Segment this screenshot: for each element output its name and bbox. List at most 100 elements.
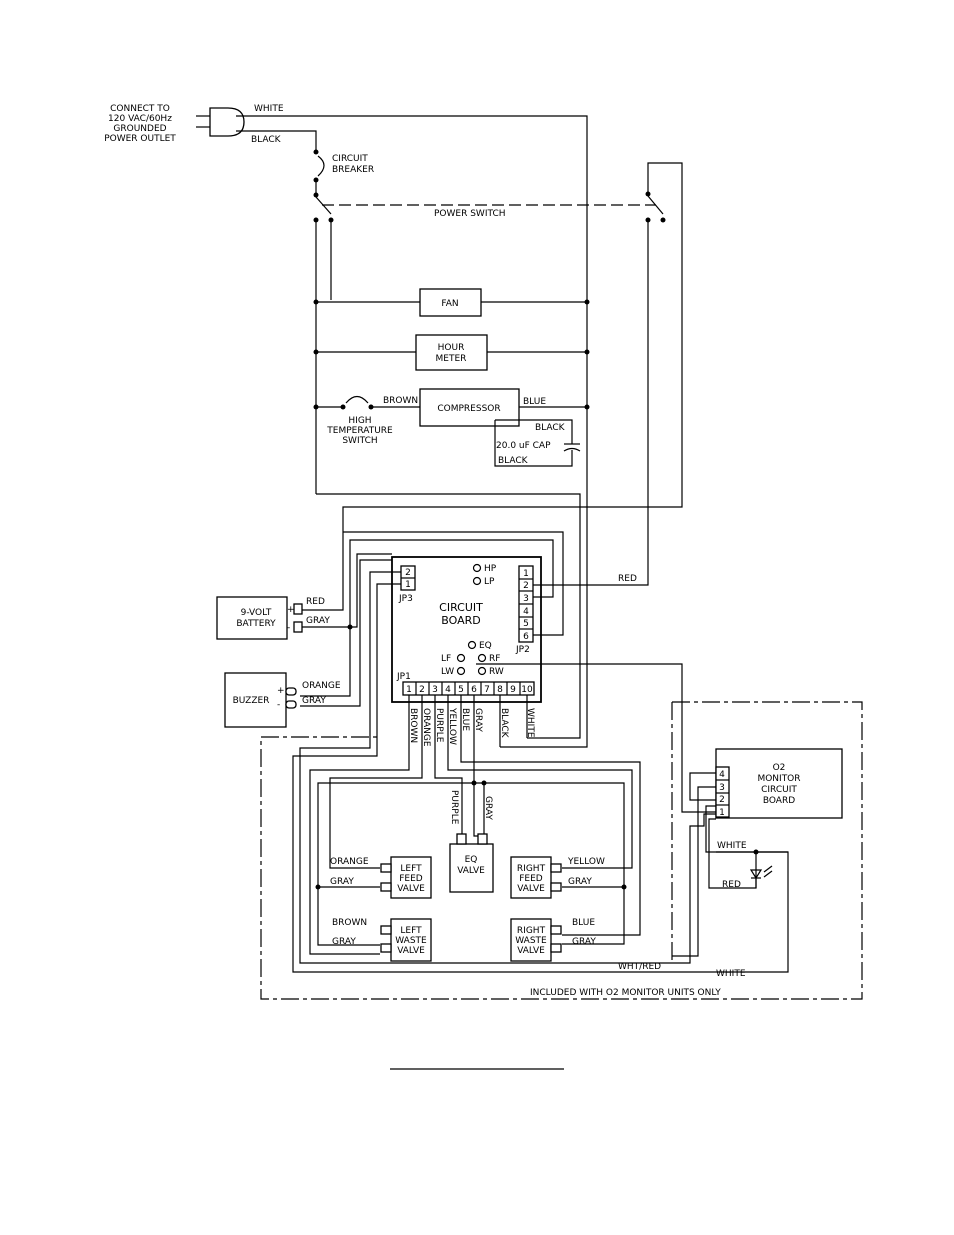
o2-included-boundary: [260, 701, 863, 1000]
o2-pin-header: [715, 766, 730, 818]
plug-label-1: CONNECT TO: [110, 104, 170, 114]
right-waste-label-1: RIGHT: [517, 926, 546, 936]
jp1-wire-black: BLACK: [499, 708, 509, 739]
o2-pin-1: 1: [719, 808, 725, 818]
jp1-pin-5: 5: [458, 685, 464, 695]
o2-pin-3: 3: [719, 783, 725, 793]
compressor-brown-label: BROWN: [383, 396, 418, 406]
high-temp-label-2: TEMPERATURE: [326, 426, 393, 436]
right-waste-blue-label: BLUE: [572, 918, 595, 928]
eq-valve-label-1: EQ: [465, 855, 478, 865]
left-feed-valve-box: [390, 856, 432, 899]
o2-label-1: O2: [773, 763, 786, 773]
jp3-pin-2: 2: [405, 568, 411, 578]
power-switch-right: [300, 162, 683, 611]
jp1-pin-4: 4: [445, 685, 451, 695]
high-temp-switch-arc: [345, 395, 369, 404]
jp2-header: [518, 565, 534, 643]
jp1-wire-white: WHITE: [525, 708, 535, 738]
circuit-breaker: [313, 149, 334, 223]
plug-label-3: GROUNDED: [113, 124, 166, 134]
o2-pin-4: 4: [719, 770, 725, 780]
left-waste-brown-label: BROWN: [332, 918, 367, 928]
jp1-header: [402, 681, 535, 696]
compressor-label: COMPRESSOR: [437, 404, 500, 414]
jp3-header: [400, 565, 416, 591]
buzzer-box: [224, 672, 287, 728]
battery-plus: +: [287, 605, 295, 615]
right-waste-gray-label: GRAY: [572, 937, 596, 947]
fan-label: FAN: [441, 299, 458, 309]
circuit-board-label-1: CIRCUIT: [439, 601, 483, 614]
led-lf: LF: [441, 654, 451, 664]
breaker-label-1: CIRCUIT: [332, 154, 368, 164]
battery-label-1: 9-VOLT: [241, 608, 272, 618]
buzzer-gray-label: GRAY: [302, 696, 326, 706]
o2-red-label: RED: [722, 880, 741, 890]
left-feed-label-1: LEFT: [400, 864, 422, 874]
jp2-pin-5: 5: [523, 619, 529, 629]
right-feed-valve-box: [510, 856, 552, 899]
battery-box: [216, 596, 288, 640]
right-waste-label-2: WASTE: [515, 936, 547, 946]
left-waste-gray-label: GRAY: [332, 937, 356, 947]
compressor-blue-label: BLUE: [523, 397, 546, 407]
led-eq: EQ: [479, 641, 492, 651]
jp3-label: JP3: [398, 594, 413, 604]
cap-black-bottom-label: BLACK: [498, 456, 529, 466]
left-feed-label-3: VALVE: [397, 884, 425, 894]
buzzer-plus: +: [277, 686, 285, 696]
left-waste-valve-box: [390, 918, 432, 962]
jp1-wire-gray: GRAY: [473, 708, 483, 732]
plug-label-4: POWER OUTLET: [104, 134, 176, 144]
left-feed-label-2: FEED: [399, 874, 423, 884]
jp2-pin-2: 2: [523, 581, 529, 591]
o2-pin-2: 2: [719, 795, 725, 805]
plug-black-label: BLACK: [251, 135, 282, 145]
eq-purple-label: PURPLE: [449, 790, 459, 825]
right-feed-label-1: RIGHT: [517, 864, 546, 874]
right-feed-label-3: VALVE: [517, 884, 545, 894]
breaker-label-2: BREAKER: [332, 165, 374, 175]
buzzer-label: BUZZER: [233, 696, 270, 706]
jp2-pin-6: 6: [523, 632, 529, 642]
jp1-pin-2: 2: [419, 685, 425, 695]
o2-label-4: BOARD: [763, 796, 795, 806]
jp1-wire-orange: ORANGE: [421, 708, 431, 747]
led-hp: HP: [484, 564, 497, 574]
left-feed-orange-label: ORANGE: [330, 857, 369, 867]
plug-white-label: WHITE: [254, 104, 284, 114]
jp1-wire-yellow: YELLOW: [447, 707, 457, 745]
hour-meter-label-2: METER: [436, 354, 467, 364]
cap-black-top-label: BLACK: [535, 423, 566, 433]
power-plug: [196, 107, 245, 137]
circuit-board-box: [391, 556, 542, 703]
eq-gray-label: GRAY: [483, 796, 493, 820]
jp1-pin-8: 8: [497, 685, 503, 695]
jp2-pin-4: 4: [523, 607, 529, 617]
eq-valve-label-2: VALVE: [457, 866, 485, 876]
o2-included-note: INCLUDED WITH O2 MONITOR UNITS ONLY: [530, 988, 721, 998]
jp2-pin-1: 1: [523, 569, 529, 579]
o2-white-label: WHITE: [717, 841, 747, 851]
jp2-label: JP2: [515, 645, 530, 655]
battery-gray-label: GRAY: [306, 616, 330, 626]
battery-red-label: RED: [306, 597, 325, 607]
left-feed-gray-label: GRAY: [330, 877, 354, 887]
jp2-pin-3: 3: [523, 594, 529, 604]
o2-wht-red-label: WHT/RED: [618, 962, 661, 972]
hour-meter-label-1: HOUR: [438, 343, 465, 353]
battery-label-2: BATTERY: [236, 619, 276, 629]
jp1-pin-3: 3: [432, 685, 438, 695]
jp1-pin-10: 10: [521, 685, 533, 695]
jp1-pin-7: 7: [484, 685, 490, 695]
high-temp-label-1: HIGH: [348, 416, 371, 426]
jp1-wire-purple: PURPLE: [434, 708, 444, 743]
jp1-pin-9: 9: [510, 685, 516, 695]
power-switch-label: POWER SWITCH: [434, 209, 506, 219]
right-waste-valve-box: [510, 918, 552, 962]
cap-label: 20.0 uF CAP: [496, 441, 551, 451]
right-feed-yellow-label: YELLOW: [567, 857, 605, 867]
right-feed-gray-label: GRAY: [568, 877, 592, 887]
